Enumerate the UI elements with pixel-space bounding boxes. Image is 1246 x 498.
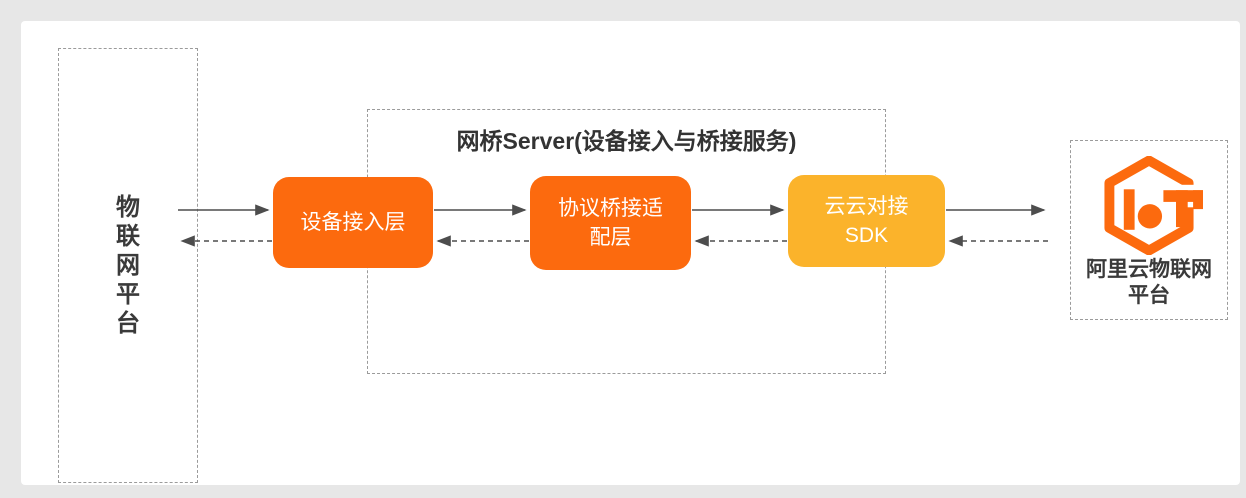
bridge-server-title: 网桥Server(设备接入与桥接服务)	[456, 128, 797, 154]
node-cloud-cloud-sdk: 云云对接 SDK	[788, 175, 945, 267]
iot-platform-box: 物 联 网 平 台	[58, 48, 198, 483]
node-protocol-bridge-adapter-layer: 协议桥接适 配层	[530, 176, 691, 270]
node-device-access-layer-label: 设备接入层	[300, 211, 406, 234]
aliyun-iot-platform-label: 阿里云物联网 平台	[1086, 258, 1212, 307]
node-device-access-layer: 设备接入层	[273, 177, 433, 268]
node-protocol-bridge-adapter-layer-label: 协议桥接适 配层	[558, 197, 663, 249]
node-cloud-cloud-sdk-label: 云云对接 SDK	[824, 195, 909, 247]
iot-platform-label: 物 联 网 平 台	[116, 194, 140, 337]
aliyun-iot-platform-box: 阿里云物联网 平台	[1070, 140, 1228, 320]
aliyun-iot-logo-icon	[1104, 156, 1203, 255]
